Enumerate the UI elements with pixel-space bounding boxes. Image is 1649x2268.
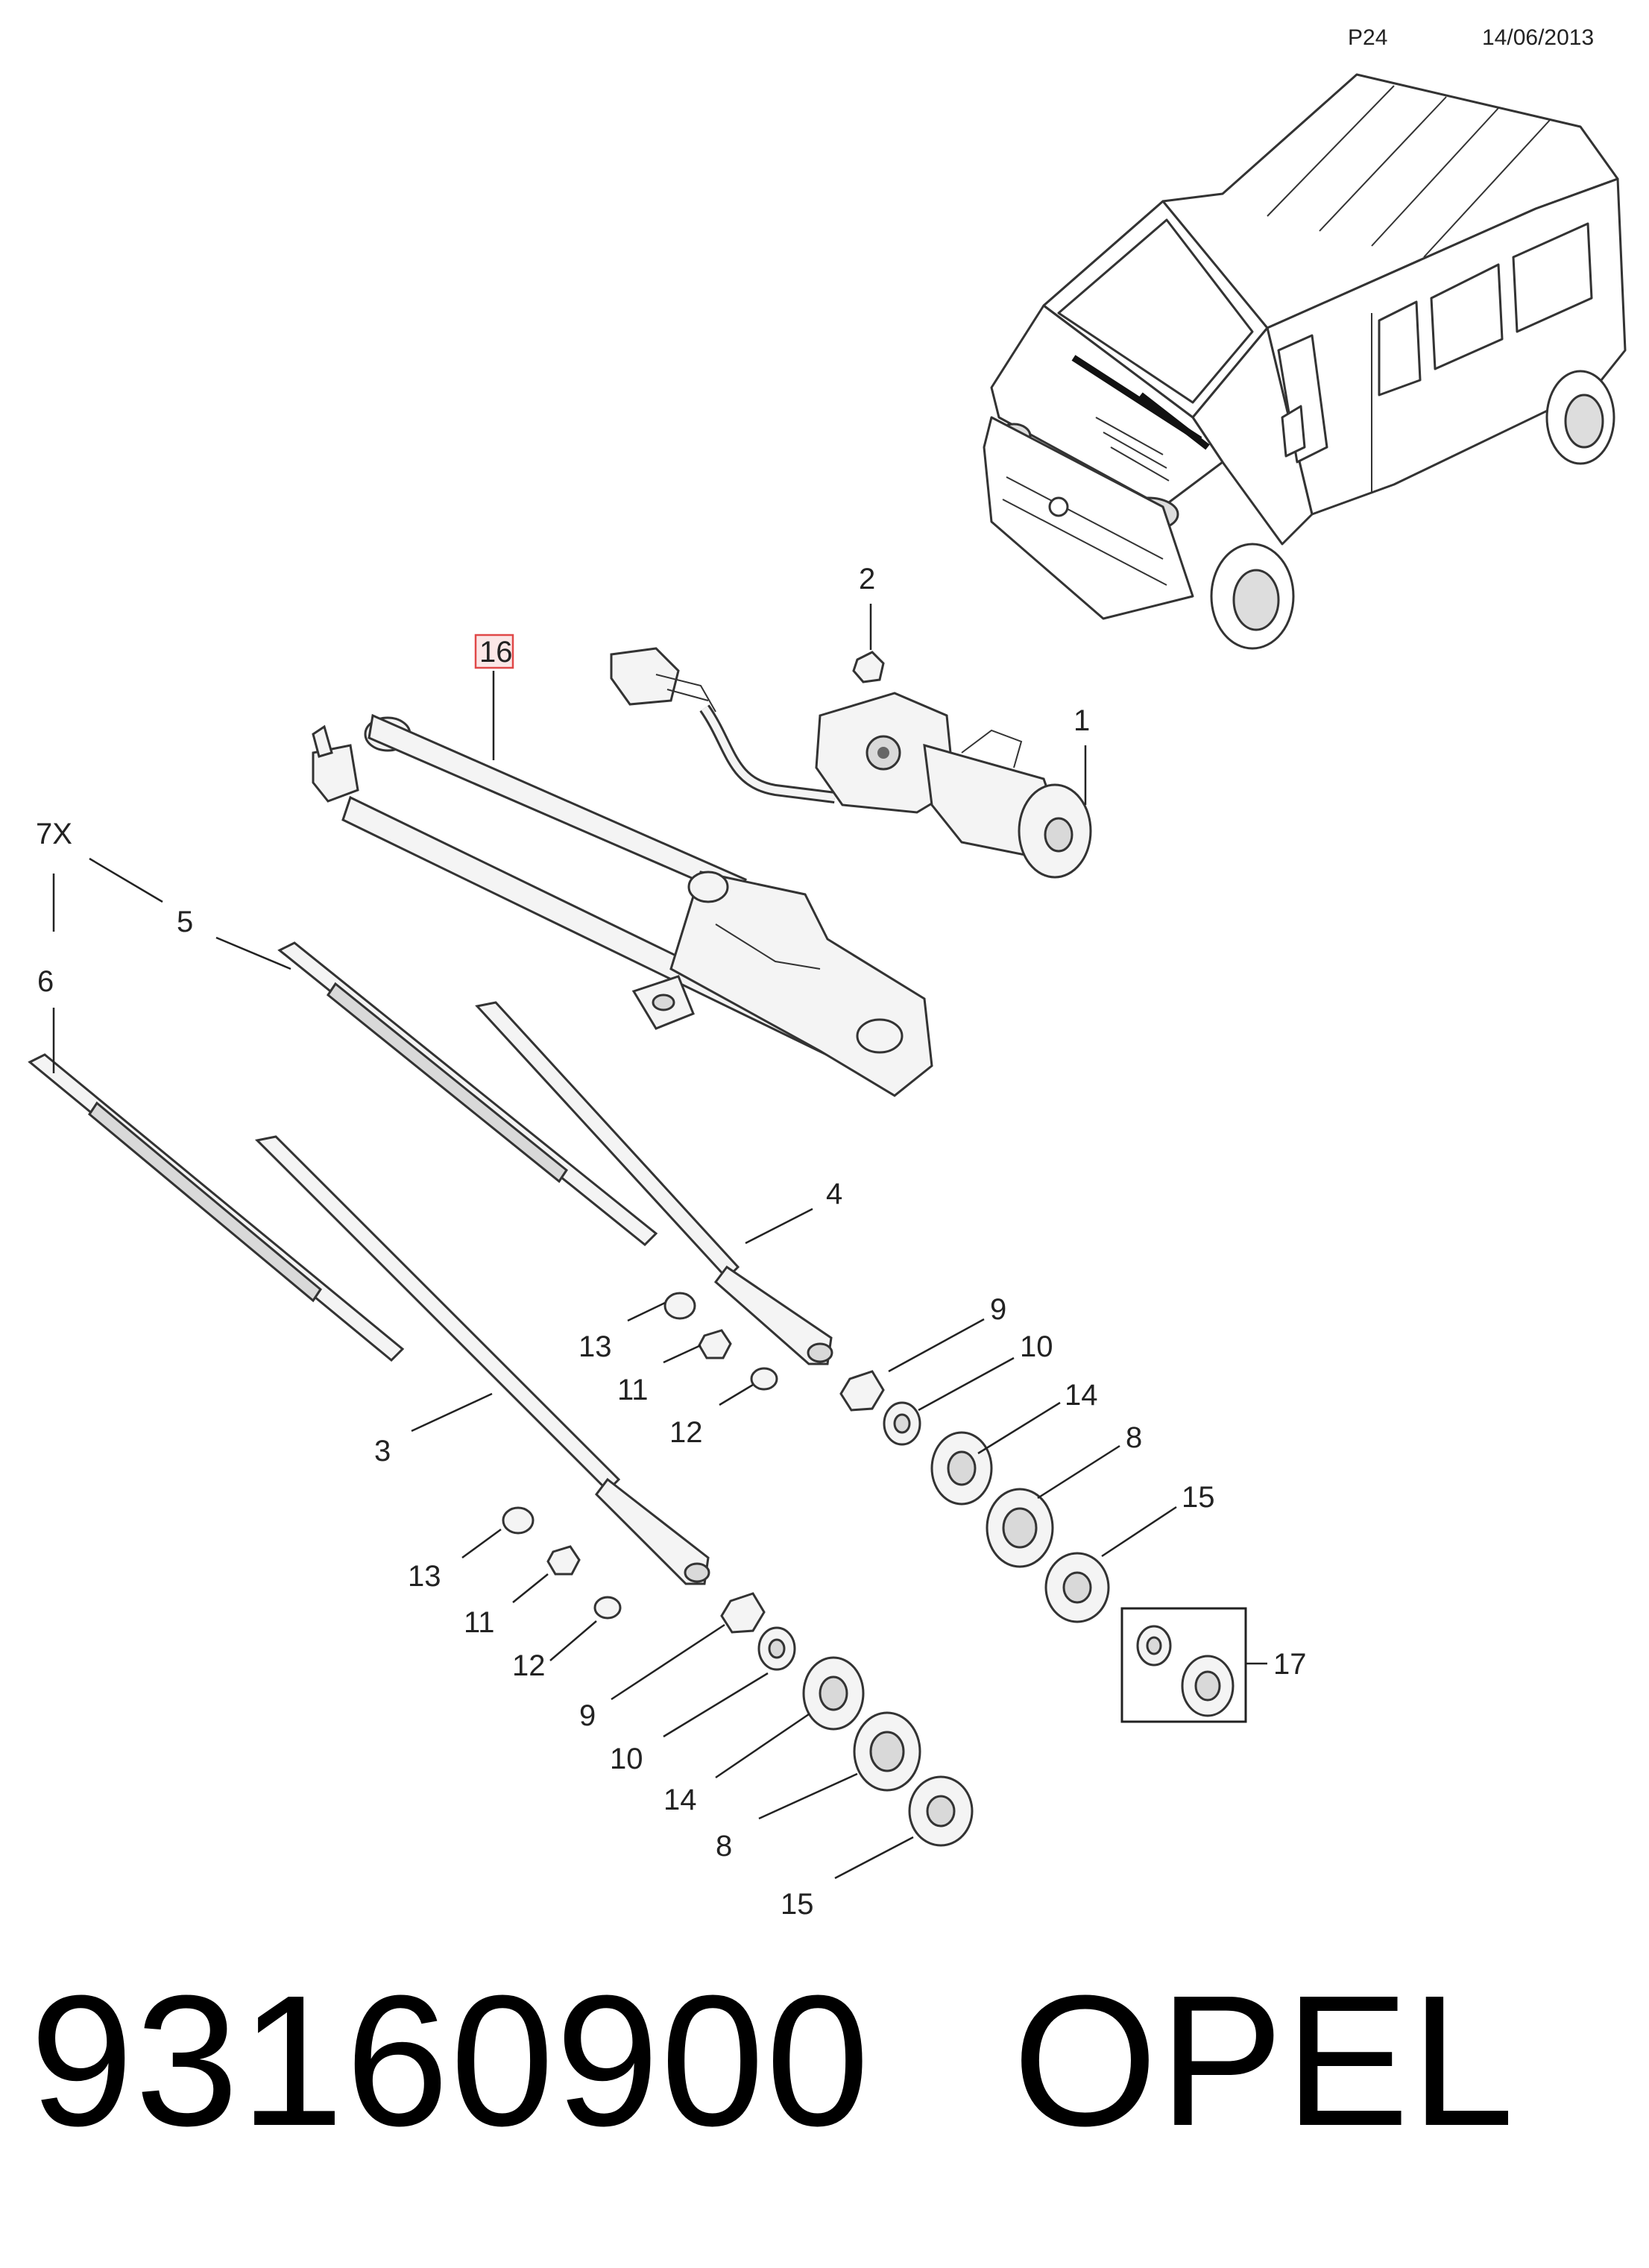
wiper-blade-6 <box>28 1053 405 1362</box>
highlight-box-16 <box>474 634 514 669</box>
callout-14-upper: 14 <box>1065 1379 1098 1412</box>
callout-9-lower: 9 <box>579 1699 596 1732</box>
callout-6: 6 <box>37 965 54 998</box>
part-2-nut <box>852 651 885 683</box>
callout-10-upper: 10 <box>1020 1330 1053 1363</box>
callout-labels: 1 2 16 7X 5 6 4 3 9 10 14 8 15 17 13 11 … <box>36 563 1307 1921</box>
brand-name: OPEL <box>1012 1956 1516 2164</box>
callout-11-lower: 11 <box>464 1606 495 1639</box>
callout-15-lower: 15 <box>781 1888 814 1921</box>
wiper-arm-3 <box>254 1135 710 1585</box>
part-number: 93160900 <box>30 1956 871 2164</box>
callout-13-lower: 13 <box>408 1560 441 1593</box>
callout-5: 5 <box>177 906 193 938</box>
hardware-set-upper <box>663 1292 1110 1623</box>
callout-8-upper: 8 <box>1126 1421 1142 1454</box>
page-code: P24 <box>1348 25 1388 50</box>
callout-16: 16 <box>479 636 513 669</box>
callout-3: 3 <box>374 1435 391 1468</box>
callout-12-lower: 12 <box>512 1649 546 1682</box>
callout-11-upper: 11 <box>617 1374 649 1406</box>
callout-8-lower: 8 <box>716 1830 732 1863</box>
callout-13-upper: 13 <box>578 1330 612 1363</box>
wiper-arm-4 <box>475 1001 833 1365</box>
wiper-blade-5 <box>277 941 658 1247</box>
callout-14-lower: 14 <box>663 1784 697 1816</box>
kit-box-17 <box>1120 1607 1247 1723</box>
callout-1: 1 <box>1073 704 1090 737</box>
wiper-linkage <box>312 713 933 1097</box>
exploded-view-diagram: 1 2 16 7X 5 6 4 3 9 10 14 8 15 17 13 11 … <box>28 73 1627 1921</box>
van-illustration <box>983 73 1627 650</box>
hardware-set-lower <box>502 1506 974 1847</box>
callout-4: 4 <box>826 1178 842 1210</box>
document-date: 14/06/2013 <box>1482 25 1595 50</box>
callout-17: 17 <box>1273 1648 1307 1681</box>
callout-9-upper: 9 <box>990 1293 1006 1326</box>
callout-12-upper: 12 <box>669 1416 703 1449</box>
leader-lines <box>52 604 1267 1880</box>
callout-2: 2 <box>859 563 875 596</box>
callout-7x: 7X <box>36 818 72 850</box>
callout-10-lower: 10 <box>610 1743 643 1775</box>
callout-15-upper: 15 <box>1182 1481 1215 1514</box>
wiper-motor <box>610 647 1092 879</box>
